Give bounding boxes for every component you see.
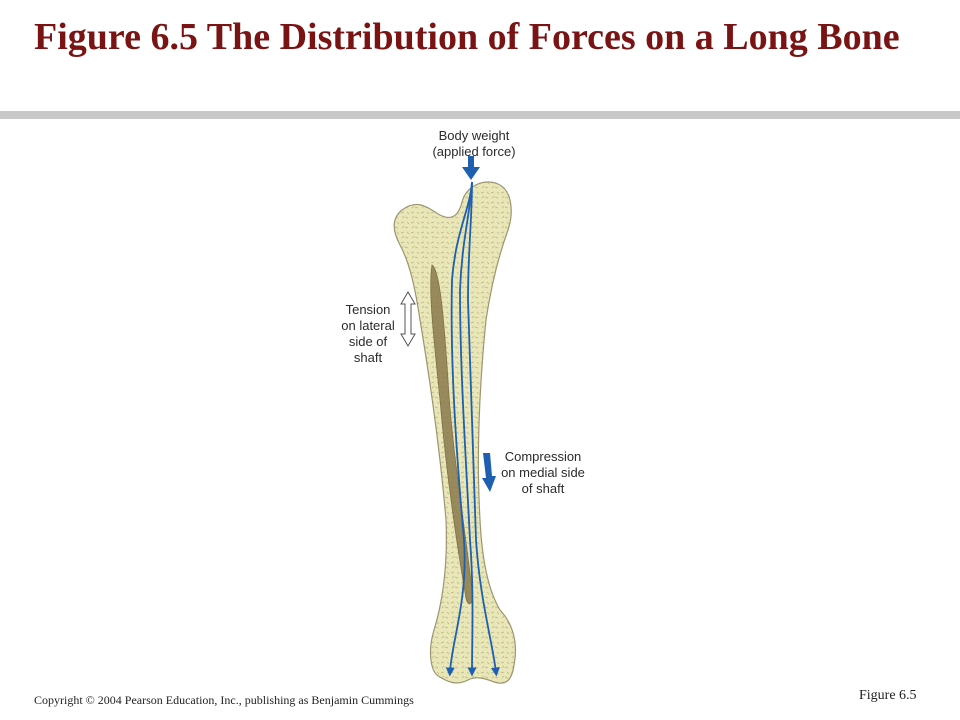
applied-force-arrow [462,156,480,180]
title-divider [0,111,960,119]
figure-reference: Figure 6.5 [859,688,917,703]
slide-title: Figure 6.5 The Distribution of Forces on… [34,16,900,58]
compression-arrow [482,453,496,492]
compression-label: Compression on medial side of shaft [501,449,585,496]
femur-bone [393,181,517,684]
force-lines [445,181,500,677]
tension-label: Tension on lateral side of shaft [341,302,395,365]
tension-double-arrow [400,291,416,347]
copyright-notice: Copyright © 2004 Pearson Education, Inc.… [34,693,414,707]
bone-force-diagram: Body weight (applied force) Tension on l… [300,120,640,700]
body-weight-label: Body weight (applied force) [432,128,516,159]
femur-illustration [393,156,517,684]
